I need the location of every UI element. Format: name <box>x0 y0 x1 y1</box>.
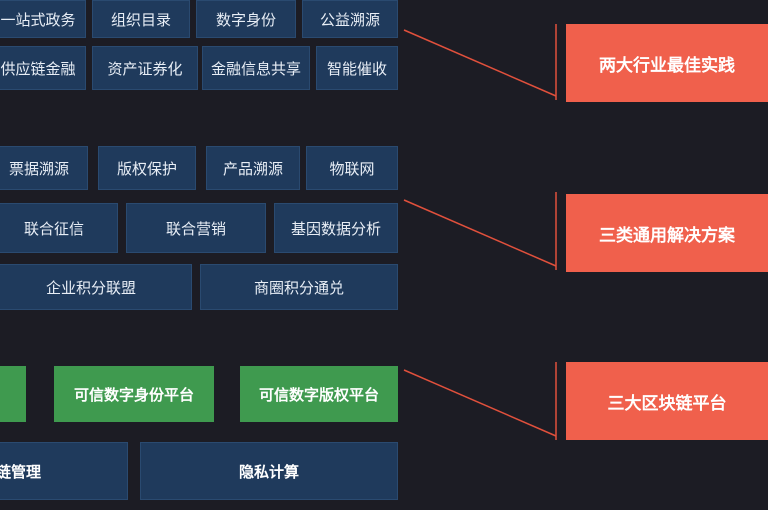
platform-trusted-digital-copyright: 可信数字版权平台 <box>240 366 398 422</box>
module-chain-management: 链管理 <box>0 442 128 500</box>
layer-label-general-solutions: 三类通用解决方案 <box>566 194 768 272</box>
platform-partial <box>0 366 26 422</box>
module-joint-marketing: 联合营销 <box>126 203 266 253</box>
module-asset-securitization: 资产证券化 <box>92 46 198 90</box>
connector-line-layer-2 <box>403 199 557 267</box>
module-bill-traceability: 票据溯源 <box>0 146 88 190</box>
module-financial-info-sharing: 金融信息共享 <box>202 46 310 90</box>
module-privacy-computing: 隐私计算 <box>140 442 398 500</box>
module-one-stop-government: 一站式政务 <box>0 0 86 38</box>
module-supply-chain-finance: 供应链金融 <box>0 46 86 90</box>
module-enterprise-points-alliance: 企业积分联盟 <box>0 264 192 310</box>
module-organization-directory: 组织目录 <box>92 0 190 38</box>
layer-label-blockchain-platforms: 三大区块链平台 <box>566 362 768 440</box>
module-charity-traceability: 公益溯源 <box>302 0 398 38</box>
module-copyright-protection: 版权保护 <box>98 146 196 190</box>
connector-line-layer-1 <box>403 29 557 97</box>
module-smart-collection: 智能催收 <box>316 46 398 90</box>
module-product-traceability: 产品溯源 <box>206 146 300 190</box>
connector-line-layer-3 <box>403 369 557 437</box>
module-joint-credit: 联合征信 <box>0 203 118 253</box>
module-mall-points-exchange: 商圈积分通兑 <box>200 264 398 310</box>
module-genome-data-analysis: 基因数据分析 <box>274 203 398 253</box>
module-iot: 物联网 <box>306 146 398 190</box>
module-digital-identity: 数字身份 <box>196 0 296 38</box>
layer-label-industry-practices: 两大行业最佳实践 <box>566 24 768 102</box>
platform-trusted-digital-identity: 可信数字身份平台 <box>54 366 214 422</box>
